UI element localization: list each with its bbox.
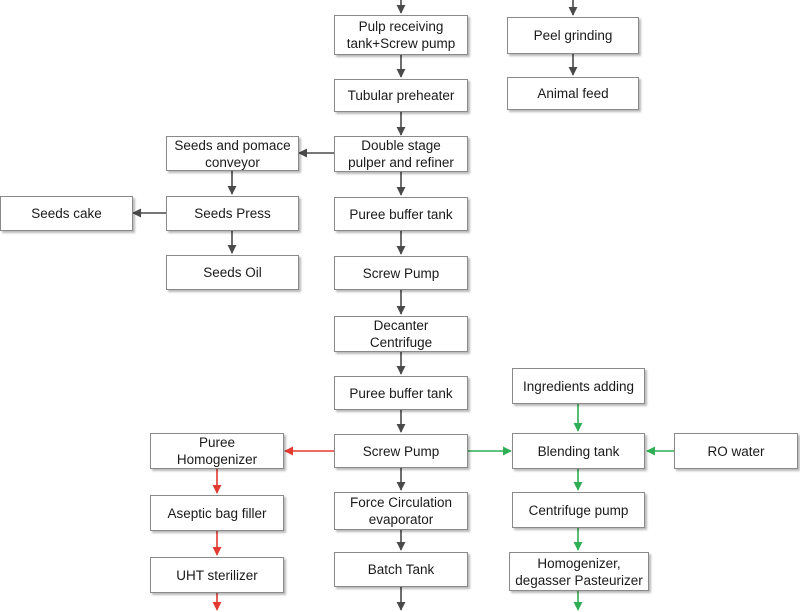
- node-decanter-centrifuge: Decanter Centrifuge: [334, 316, 468, 352]
- node-screw-pump-1: Screw Pump: [334, 256, 468, 290]
- node-seeds-pomace-conveyor: Seeds and pomace conveyor: [166, 136, 299, 171]
- node-ro-water: RO water: [674, 433, 798, 469]
- node-screw-pump-2: Screw Pump: [334, 434, 468, 468]
- node-ingredients-adding: Ingredients adding: [512, 368, 645, 404]
- node-homogenizer-degasser-pasteurizer: Homogenizer, degasser Pasteurizer: [509, 552, 649, 591]
- node-double-stage-pulper: Double stage pulper and refiner: [334, 136, 468, 172]
- node-batch-tank: Batch Tank: [334, 552, 468, 587]
- node-uht-sterilizer: UHT sterilizer: [150, 557, 284, 593]
- node-seeds-press: Seeds Press: [166, 196, 299, 231]
- node-puree-buffer-tank-1: Puree buffer tank: [334, 197, 468, 231]
- node-blending-tank: Blending tank: [512, 433, 645, 469]
- node-centrifuge-pump: Centrifuge pump: [512, 492, 645, 528]
- node-aseptic-bag-filler: Aseptic bag filler: [150, 495, 284, 531]
- node-peel-grinding: Peel grinding: [507, 17, 639, 54]
- node-puree-buffer-tank-2: Puree buffer tank: [334, 376, 468, 410]
- node-puree-homogenizer: Puree Homogenizer: [150, 433, 284, 469]
- node-animal-feed: Animal feed: [507, 77, 639, 110]
- node-seeds-cake: Seeds cake: [0, 196, 133, 231]
- node-pulp-receiving: Pulp receiving tank+Screw pump: [334, 15, 468, 55]
- node-force-circulation-evaporator: Force Circulation evaporator: [334, 492, 468, 530]
- node-seeds-oil: Seeds Oil: [166, 255, 299, 290]
- node-tubular-preheater: Tubular preheater: [334, 79, 468, 112]
